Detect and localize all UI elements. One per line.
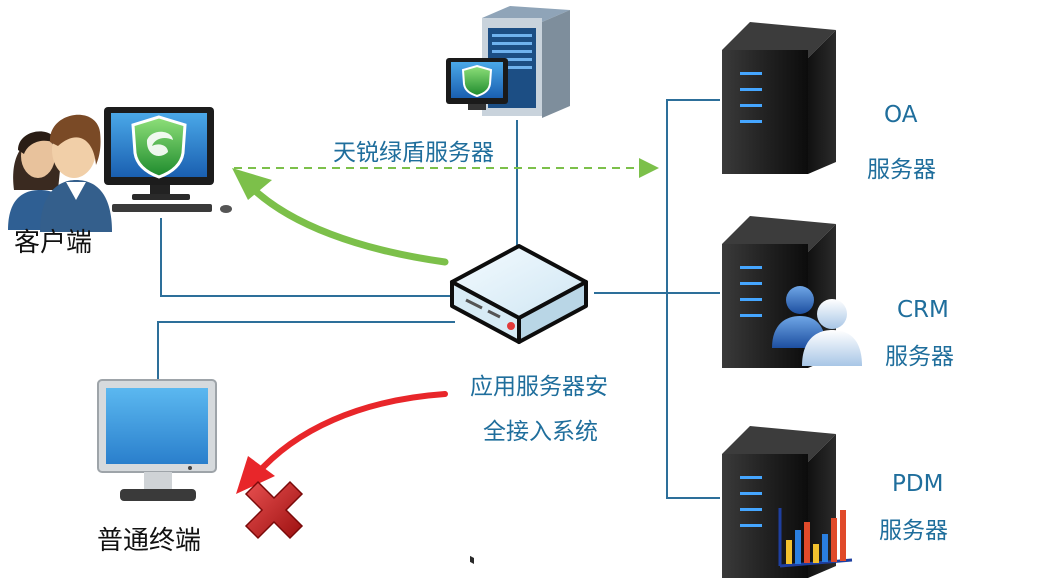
denied-arrow	[236, 391, 448, 494]
gateway-label-line2: 全接入系统	[483, 419, 598, 445]
plain-terminal-icon	[97, 379, 217, 501]
allowed-arrow	[232, 168, 449, 266]
client-to-gateway-line	[160, 218, 452, 297]
crm-label-line1: CRM	[897, 297, 949, 323]
users-icon	[8, 114, 112, 232]
pdm-chart-icon	[778, 508, 853, 568]
pdm-label-line2: 服务器	[879, 518, 948, 544]
tianrui-server-label: 天锐绿盾服务器	[333, 140, 494, 166]
security-gateway-icon	[450, 244, 588, 565]
tianrui-server-icon	[446, 6, 570, 118]
pdm-label-line1: PDM	[892, 471, 944, 497]
terminal-to-gateway-line	[157, 321, 455, 382]
connector-lines	[157, 99, 720, 499]
crm-users-icon	[772, 286, 862, 366]
client-label: 客户端	[14, 228, 93, 258]
denied-x-icon	[244, 480, 304, 540]
gateway-label-line1: 应用服务器安	[470, 374, 608, 400]
oa-label-line2: 服务器	[867, 157, 936, 183]
oa-label-line1: OA	[884, 102, 918, 128]
client-shield-icon	[131, 115, 187, 179]
server-bus-line	[666, 99, 720, 499]
pdm-server-icon	[722, 426, 853, 578]
crm-server-icon	[722, 216, 862, 368]
normal-terminal-label: 普通终端	[97, 526, 202, 556]
crm-label-line2: 服务器	[885, 344, 954, 370]
oa-server-icon	[722, 22, 836, 174]
